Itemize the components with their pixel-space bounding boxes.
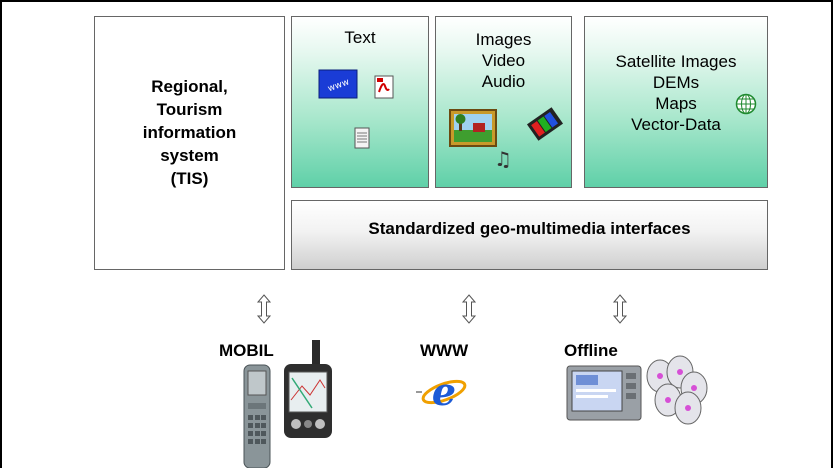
interfaces-box: Standardized geo-multimedia interfaces: [291, 200, 768, 270]
tv-screen-icon: [566, 365, 642, 421]
mobile-phone-icon: [243, 364, 271, 468]
text-document-icon: [354, 127, 370, 149]
cd-discs-icon: [646, 355, 708, 425]
tis-line-4: system: [160, 146, 219, 165]
landscape-image-icon: [449, 109, 497, 147]
text-label: Text: [344, 28, 376, 47]
interfaces-label: Standardized geo-multimedia interfaces: [368, 219, 691, 238]
pda-device-icon: [284, 340, 332, 438]
svg-text:e: e: [432, 369, 456, 414]
geo-box: Satellite Images DEMs Maps Vector-Data: [584, 16, 768, 188]
geo-line-maps: Maps: [655, 94, 697, 113]
www-icon: www: [318, 69, 358, 99]
geo-line-dems: DEMs: [652, 73, 700, 92]
double-arrow-mobil-icon: [256, 294, 272, 324]
geo-line-vector: Vector-Data: [631, 115, 721, 134]
tis-label: Regional, Tourism information system (TI…: [95, 75, 284, 190]
tis-box: Regional, Tourism information system (TI…: [94, 16, 285, 270]
channel-label-offline: Offline: [564, 341, 618, 360]
media-box: Images Video Audio ♫: [435, 16, 572, 188]
geo-label: Satellite Images DEMs Maps Vector-Data: [585, 51, 767, 135]
media-line-images: Images: [475, 30, 532, 49]
text-box: Text www: [291, 16, 429, 188]
geo-line-satellite: Satellite Images: [615, 52, 737, 71]
audio-music-icon: ♫: [494, 147, 512, 171]
channel-label-www: WWW: [420, 341, 469, 360]
channel-label-mobil: MOBIL: [219, 341, 274, 360]
tis-line-2: Tourism: [156, 100, 223, 119]
media-line-video: Video: [481, 51, 526, 70]
internet-explorer-icon: e: [416, 369, 467, 414]
double-arrow-offline-icon: [612, 294, 628, 324]
tis-line-1: Regional,: [151, 77, 228, 96]
globe-icon: [735, 93, 757, 115]
double-arrow-www-icon: [461, 294, 477, 324]
pdf-document-icon: [374, 75, 394, 99]
media-line-audio: Audio: [481, 72, 526, 91]
video-film-icon: [526, 107, 564, 141]
tis-line-3: information: [142, 123, 237, 142]
tis-line-5: (TIS): [170, 169, 209, 188]
media-label: Images Video Audio: [436, 29, 571, 92]
